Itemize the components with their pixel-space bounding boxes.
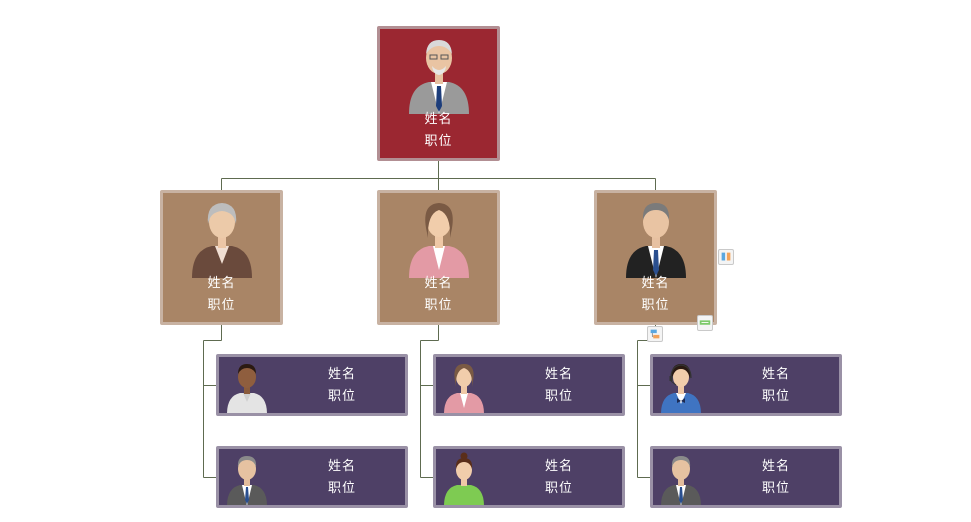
- node-name: 姓名: [641, 276, 670, 291]
- node-title: 职位: [424, 134, 453, 149]
- org-node-level2-middle-1[interactable]: 姓名 职位: [433, 354, 625, 416]
- elderly-woman-avatar-icon: [190, 198, 254, 278]
- node-title: 职位: [207, 298, 236, 313]
- layout-horizontal-icon[interactable]: [718, 249, 734, 265]
- node-name: 姓名: [544, 367, 573, 382]
- node-title: 职位: [327, 389, 356, 404]
- node-name: 姓名: [207, 276, 236, 291]
- org-node-level2-right-1[interactable]: 姓名 职位: [650, 354, 842, 416]
- node-name: 姓名: [424, 276, 453, 291]
- man-suit-avatar-icon: [225, 452, 269, 505]
- elderly-man-avatar-icon: [407, 34, 471, 114]
- node-name: 姓名: [424, 112, 453, 127]
- woman-pink-avatar-icon: [407, 198, 471, 278]
- org-node-level2-middle-2[interactable]: 姓名 职位: [433, 446, 625, 508]
- woman-green-avatar-icon: [442, 452, 486, 505]
- org-node-level1-left[interactable]: 姓名 职位: [160, 190, 283, 325]
- node-title: 职位: [544, 389, 573, 404]
- woman-pink-avatar-icon: [442, 360, 486, 413]
- node-title: 职位: [761, 389, 790, 404]
- org-node-root[interactable]: 姓名 职位: [377, 26, 500, 161]
- org-node-level1-middle[interactable]: 姓名 职位: [377, 190, 500, 325]
- man-black-suit-avatar-icon: [624, 198, 688, 278]
- node-title: 职位: [327, 481, 356, 496]
- org-node-level2-left-1[interactable]: 姓名 职位: [216, 354, 408, 416]
- man-suit-avatar-icon: [659, 452, 703, 505]
- woman-blue-headset-avatar-icon: [659, 360, 703, 413]
- node-name: 姓名: [327, 367, 356, 382]
- org-node-level2-left-2[interactable]: 姓名 职位: [216, 446, 408, 508]
- node-title: 职位: [641, 298, 670, 313]
- org-node-level2-right-2[interactable]: 姓名 职位: [650, 446, 842, 508]
- org-node-level1-right[interactable]: 姓名 职位: [594, 190, 717, 325]
- node-name: 姓名: [544, 459, 573, 474]
- layout-vertical-icon[interactable]: [697, 315, 713, 331]
- man-white-shirt-avatar-icon: [225, 360, 269, 413]
- node-title: 职位: [424, 298, 453, 313]
- node-title: 职位: [761, 481, 790, 496]
- node-name: 姓名: [761, 367, 790, 382]
- add-subordinate-icon[interactable]: [647, 326, 663, 342]
- node-name: 姓名: [327, 459, 356, 474]
- node-title: 职位: [544, 481, 573, 496]
- node-name: 姓名: [761, 459, 790, 474]
